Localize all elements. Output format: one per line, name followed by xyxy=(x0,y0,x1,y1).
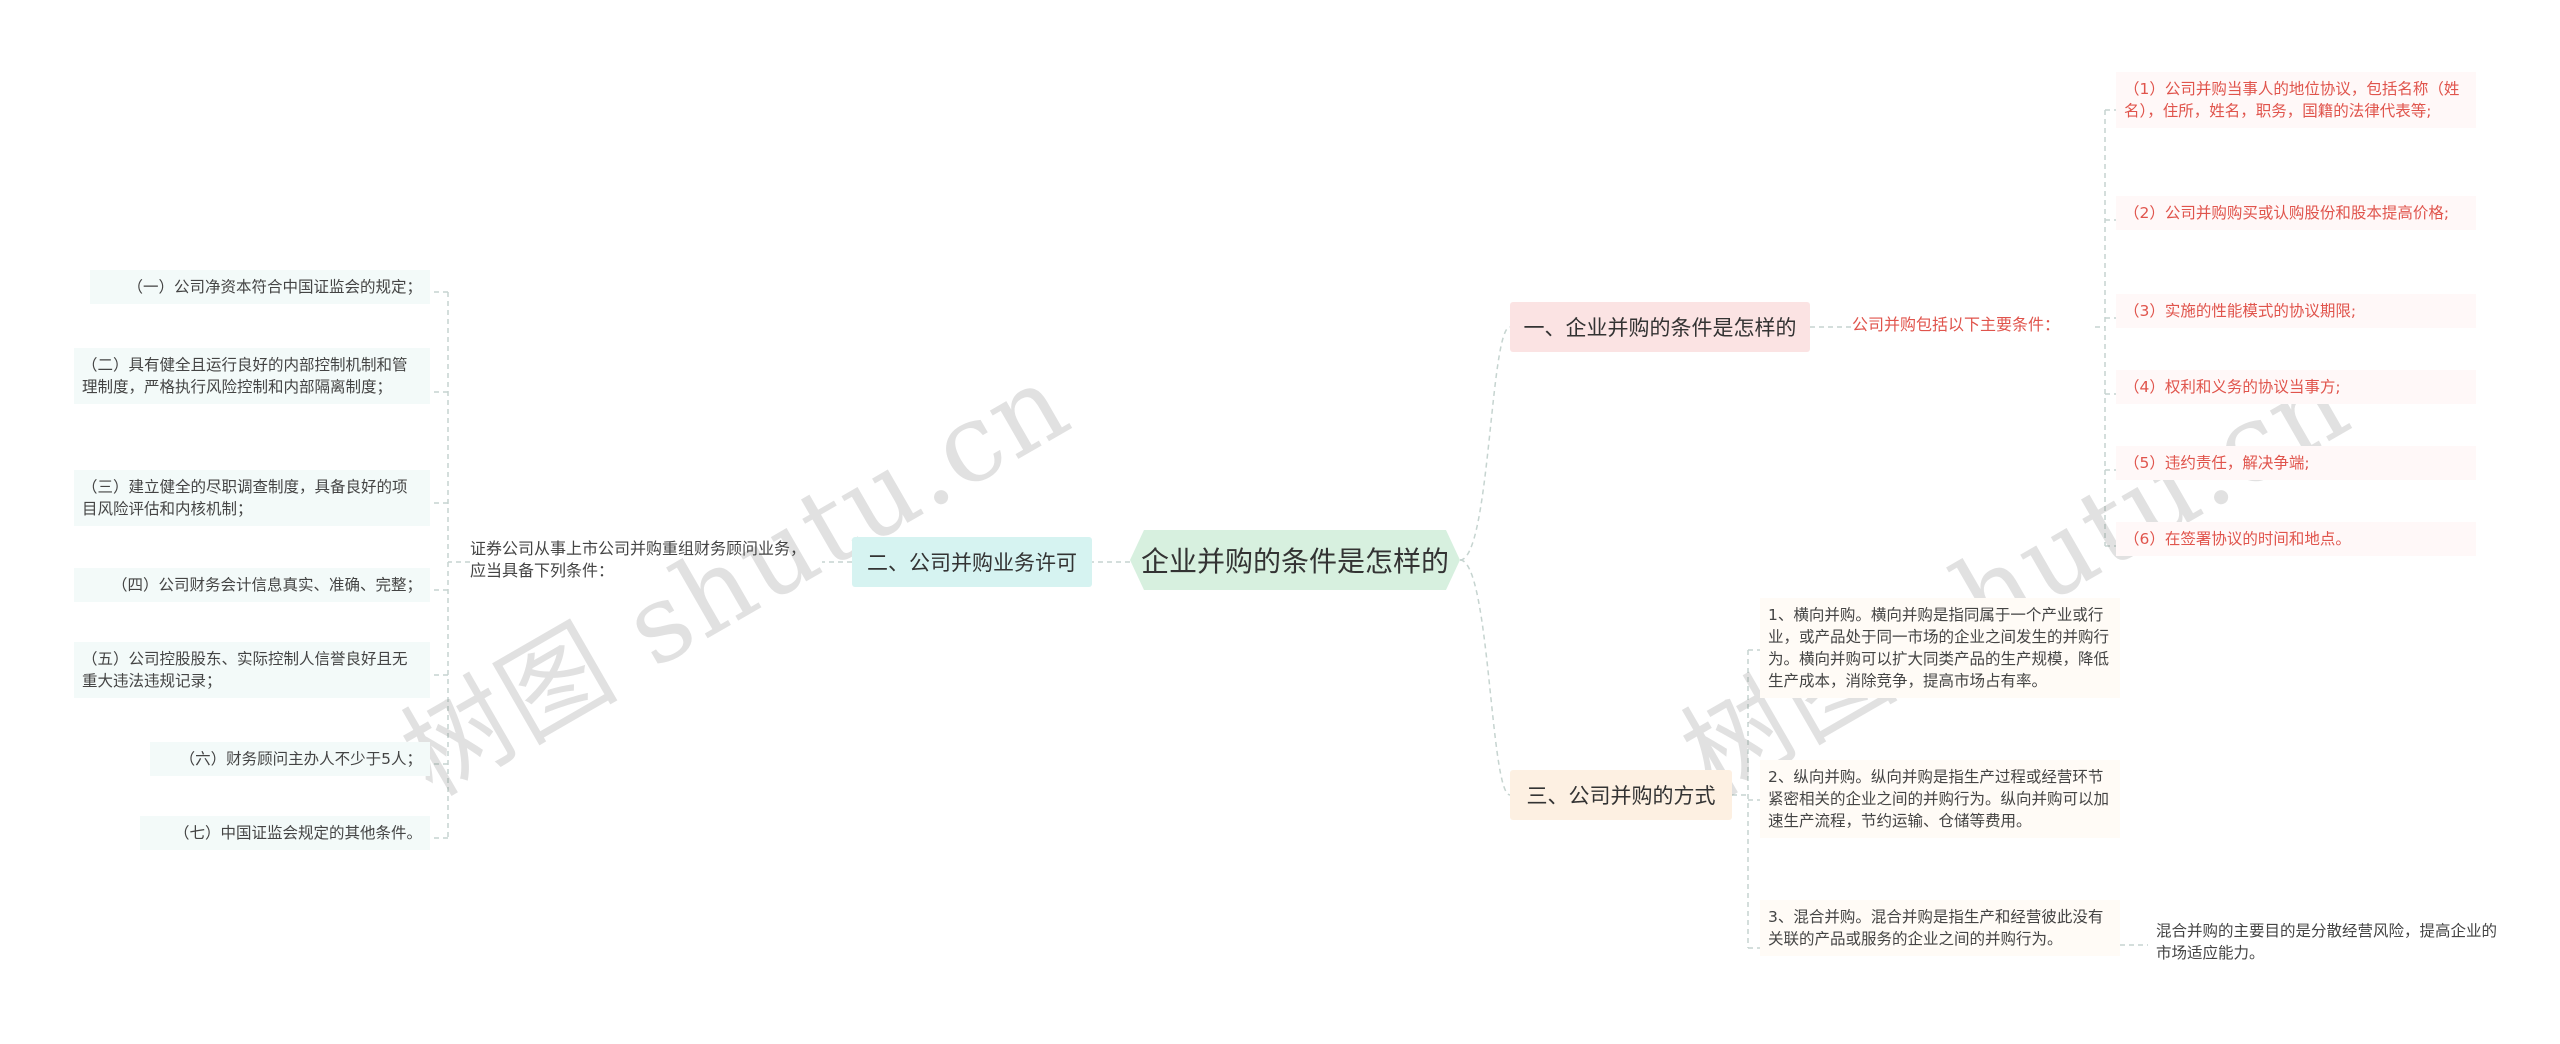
condition-item[interactable]: （4）权利和义务的协议当事方; xyxy=(2116,370,2476,404)
branch-label: 三、公司并购的方式 xyxy=(1526,784,1716,808)
license-item[interactable]: （二）具有健全且运行良好的内部控制机制和管理制度，严格执行风险控制和内部隔离制度… xyxy=(74,348,430,404)
way-item[interactable]: 2、纵向并购。纵向并购是指生产过程或经营环节紧密相关的企业之间的并购行为。纵向并… xyxy=(1760,760,2120,838)
conditions-intro-node[interactable]: 公司并购包括以下主要条件： xyxy=(1852,315,2061,334)
branch-conditions[interactable]: 一、企业并购的条件是怎样的 xyxy=(1510,302,1810,352)
license-item[interactable]: （七）中国证监会规定的其他条件。 xyxy=(140,816,430,850)
branch-label: 二、公司并购业务许可 xyxy=(867,551,1077,575)
way-item[interactable]: 1、横向并购。横向并购是指同属于一个产业或行业，或产品处于同一市场的企业之间发生… xyxy=(1760,598,2120,698)
license-item[interactable]: （五）公司控股股东、实际控制人信誉良好且无重大违法违规记录； xyxy=(74,642,430,698)
link-mid-license xyxy=(447,292,470,838)
condition-item[interactable]: （1）公司并购当事人的地位协议，包括名称（姓名），住所，姓名，职务，国籍的法律代… xyxy=(2116,72,2476,128)
license-item[interactable]: （一）公司净资本符合中国证监会的规定； xyxy=(90,270,430,304)
license-item[interactable]: （三）建立健全的尽职调查制度，具备良好的项目风险评估和内核机制； xyxy=(74,470,430,526)
link-branch3-ways xyxy=(1732,650,1749,948)
way-item[interactable]: 3、混合并购。混合并购是指生产和经营彼此没有关联的产品或服务的企业之间的并购行为… xyxy=(1760,900,2120,956)
branch-license[interactable]: 二、公司并购业务许可 xyxy=(852,537,1092,587)
license-intro-node[interactable]: 证券公司从事上市公司并购重组财务顾问业务，应当具备下列条件： xyxy=(470,539,807,580)
branch-label: 一、企业并购的条件是怎样的 xyxy=(1523,316,1797,340)
root-node[interactable]: 企业并购的条件是怎样的 xyxy=(1130,530,1460,590)
condition-item[interactable]: （5）违约责任，解决争端; xyxy=(2116,446,2476,480)
license-item[interactable]: （四）公司财务会计信息真实、准确、完整； xyxy=(74,568,430,602)
link-mid-conditions xyxy=(2095,110,2106,546)
condition-item[interactable]: （3）实施的性能模式的协议期限; xyxy=(2116,294,2476,328)
license-item[interactable]: （六）财务顾问主办人不少于5人； xyxy=(150,742,430,776)
condition-item[interactable]: （2）公司并购购买或认购股份和股本提高价格; xyxy=(2116,196,2476,230)
link-root-branch1 xyxy=(1459,326,1511,561)
way-note[interactable]: 混合并购的主要目的是分散经营风险，提高企业的市场适应能力。 xyxy=(2148,914,2508,970)
condition-item[interactable]: （6）在签署协议的时间和地点。 xyxy=(2116,522,2476,556)
link-root-branch3 xyxy=(1459,559,1511,796)
branch-ways[interactable]: 三、公司并购的方式 xyxy=(1510,770,1732,820)
root-label: 企业并购的条件是怎样的 xyxy=(1140,545,1449,578)
